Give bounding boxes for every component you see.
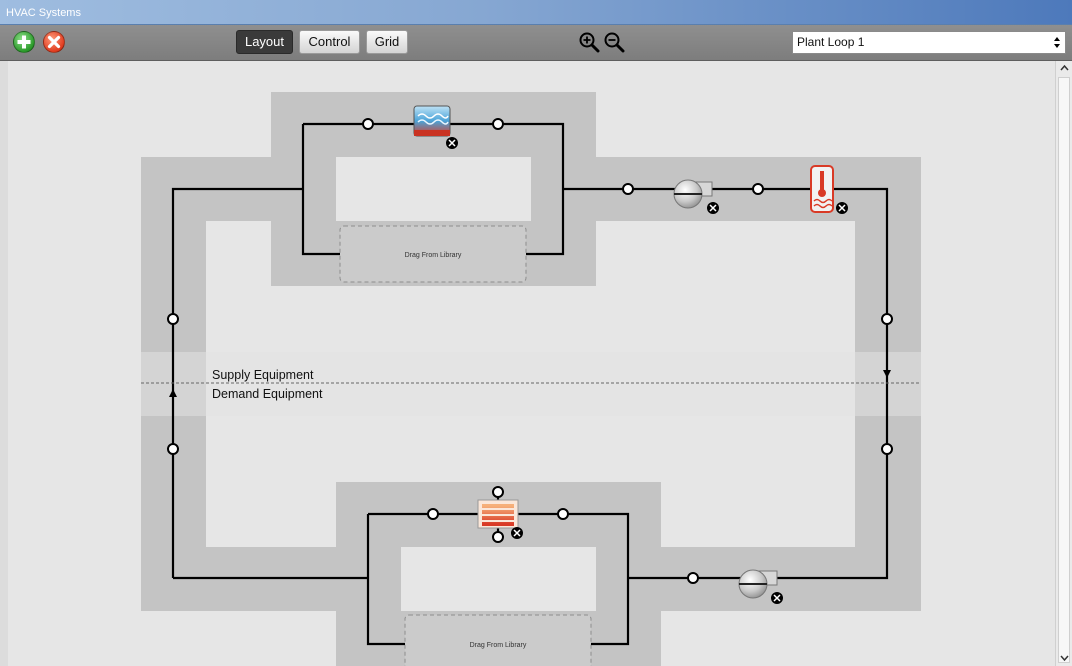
scroll-up-icon[interactable] bbox=[1060, 64, 1069, 73]
demand-equipment-label: Demand Equipment bbox=[212, 387, 323, 401]
loop-inner-areas bbox=[336, 157, 596, 611]
supply-equipment-label: Supply Equipment bbox=[212, 368, 314, 382]
supply-drop-zone-label: Drag From Library bbox=[405, 252, 462, 259]
remove-component-icon[interactable] bbox=[511, 527, 523, 539]
demand-drop-zone-label: Drag From Library bbox=[470, 642, 527, 649]
toolbar: Layout Control Grid Plant Loop 1 bbox=[0, 25, 1072, 61]
zoom-in-button[interactable] bbox=[578, 31, 600, 53]
plant-loop-diagram: Drag From Library Drag From Library Supp… bbox=[141, 92, 921, 666]
remove-component-icon[interactable] bbox=[446, 137, 458, 149]
plant-loop-select[interactable]: Plant Loop 1 bbox=[792, 31, 1066, 54]
remove-component-icon[interactable] bbox=[836, 202, 848, 214]
pump-icon[interactable] bbox=[673, 179, 713, 209]
demand-drop-zone[interactable] bbox=[404, 614, 592, 666]
zoom-in-icon bbox=[579, 32, 600, 53]
loop-nodes bbox=[167, 118, 893, 584]
tab-control[interactable]: Control bbox=[299, 30, 360, 54]
plant-loop-select-value: Plant Loop 1 bbox=[797, 35, 865, 49]
title-bar: HVAC Systems bbox=[0, 0, 1072, 25]
remove-component-icon[interactable] bbox=[707, 202, 719, 214]
remove-button[interactable] bbox=[43, 31, 65, 53]
vertical-scrollbar[interactable] bbox=[1055, 61, 1072, 666]
tab-layout[interactable]: Layout bbox=[236, 30, 293, 54]
window-title: HVAC Systems bbox=[6, 7, 81, 19]
zoom-out-button[interactable] bbox=[603, 31, 625, 53]
flow-arrow-up-icon bbox=[169, 389, 177, 397]
flow-arrow-down-icon bbox=[883, 370, 891, 378]
remove-icon bbox=[47, 35, 61, 49]
tab-grid[interactable]: Grid bbox=[366, 30, 408, 54]
heating-coil-icon[interactable] bbox=[477, 499, 519, 529]
select-arrows-icon bbox=[1054, 37, 1060, 48]
scrollbar-thumb[interactable] bbox=[1058, 77, 1070, 663]
diagram-canvas[interactable]: Drag From Library Drag From Library Supp… bbox=[8, 61, 1055, 666]
pump-icon[interactable] bbox=[738, 569, 778, 599]
zoom-out-icon bbox=[604, 32, 625, 53]
add-button[interactable] bbox=[13, 31, 35, 53]
remove-component-icon[interactable] bbox=[771, 592, 783, 604]
divider-band bbox=[141, 352, 921, 416]
add-icon bbox=[17, 35, 31, 49]
boiler-icon[interactable] bbox=[413, 105, 451, 137]
supply-drop-zone[interactable] bbox=[339, 225, 527, 283]
thermometer-icon[interactable] bbox=[810, 165, 834, 213]
scroll-down-icon[interactable] bbox=[1060, 653, 1069, 662]
